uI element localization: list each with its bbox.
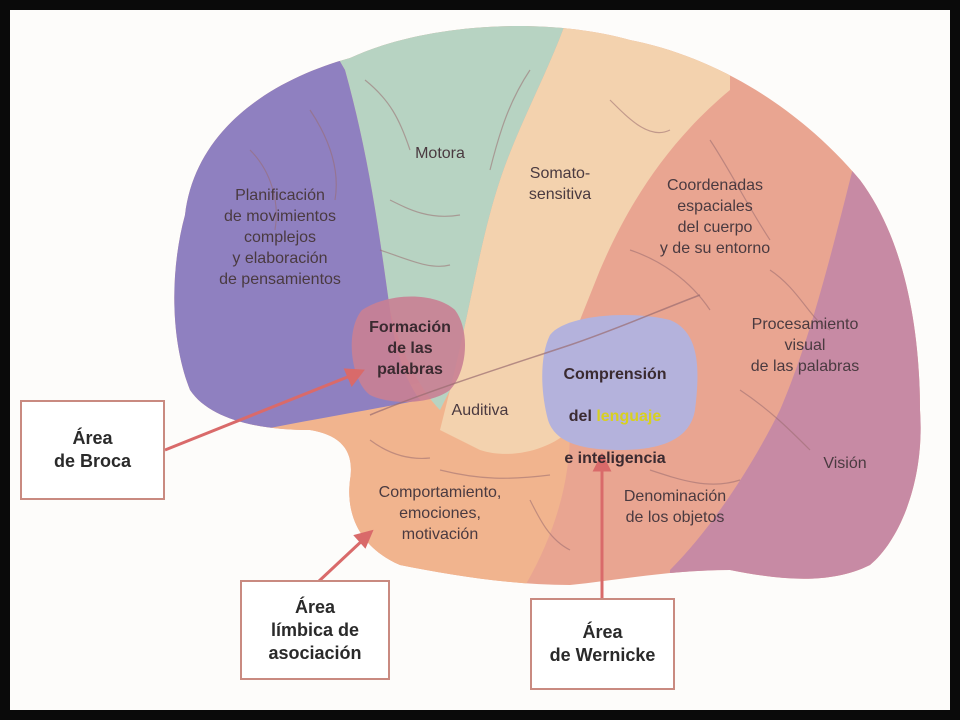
callout-broca: Área de Broca <box>20 400 165 500</box>
comprension-line3: e inteligencia <box>564 450 666 467</box>
label-comprension: Comprensión del lenguaje e inteligencia <box>540 343 690 469</box>
comprension-line1: Comprensión <box>563 366 667 383</box>
label-somatosensitiva: Somato- sensitiva <box>528 165 592 203</box>
lateral-sulcus <box>369 294 701 416</box>
callout-limbica: Área límbica de asociación <box>240 580 390 680</box>
callout-wernicke: Área de Wernicke <box>530 598 675 690</box>
comprension-highlight: lenguaje <box>596 408 662 425</box>
label-planificacion: Planificación de movimientos complejos y… <box>219 187 341 288</box>
comprension-line2-pre: del <box>568 408 597 425</box>
label-comportamiento: Comportamiento, emociones, motivación <box>378 484 502 543</box>
diagram-frame: Motora Somato- sensitiva Planificación d… <box>10 10 950 710</box>
label-procesamiento: Procesamiento visual de las palabras <box>750 316 860 375</box>
arrow-broca <box>164 372 356 452</box>
label-denominacion: Denominación de los objetos <box>623 488 727 526</box>
label-formacion: Formación de las palabras <box>369 319 451 378</box>
brain-illustration <box>164 26 921 600</box>
region-broca <box>351 296 466 402</box>
region-wernicke <box>542 315 698 450</box>
label-motora: Motora <box>415 145 465 162</box>
label-vision: Visión <box>823 455 867 472</box>
label-auditiva: Auditiva <box>451 402 509 419</box>
label-coordenadas: Coordenadas espaciales del cuerpo y de s… <box>659 177 771 257</box>
arrow-limbica <box>316 536 367 584</box>
region-motora <box>310 26 570 410</box>
region-somatosensitiva <box>440 26 730 454</box>
